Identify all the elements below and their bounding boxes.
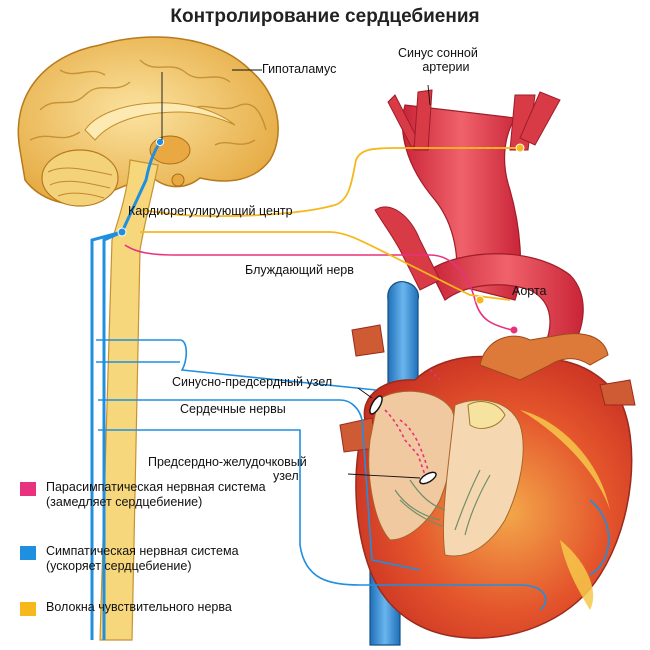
label-av-node-line2: узел (273, 469, 299, 483)
label-cardio-center: Кардиорегулирующий центр (128, 204, 293, 218)
label-carotid-sinus-line2: артерии (422, 60, 470, 74)
page-title: Контролирование сердцебиения (170, 6, 480, 27)
label-sa-node: Синусно-предсердный узел (172, 375, 333, 389)
label-av-node: Предсердно-желудочковый узел (148, 455, 307, 483)
legend-line1: Симпатическая нервная система (46, 544, 239, 558)
label-vagus-nerve: Блуждающий нерв (245, 263, 354, 277)
av-node (419, 471, 437, 485)
sympathetic-branches (96, 339, 610, 611)
legend-text-parasympathetic: Парасимпатическая нервная система (замед… (46, 480, 266, 510)
legend-item-sympathetic: Симпатическая нервная система (ускоряет … (20, 544, 239, 574)
leader-lines (161, 69, 431, 479)
heart (339, 324, 636, 639)
legend-line1: Волокна чувствительного нерва (46, 600, 232, 614)
label-carotid-sinus: Синус сонной артерии (398, 46, 478, 74)
sensory-pathways (139, 147, 520, 301)
legend-line1: Парасимпатическая нервная система (46, 480, 266, 494)
legend-swatch-sensory (20, 602, 36, 616)
parasympathetic-pathways (124, 244, 513, 476)
label-av-node-line1: Предсердно-желудочковый (148, 455, 307, 469)
legend-swatch-parasympathetic (20, 482, 36, 496)
sa-node (369, 395, 383, 415)
legend-text-sensory: Волокна чувствительного нерва (46, 600, 232, 615)
label-aorta: Аорта (512, 284, 547, 298)
legend-text-sympathetic: Симпатическая нервная система (ускоряет … (46, 544, 239, 574)
legend-item-parasympathetic: Парасимпатическая нервная система (замед… (20, 480, 266, 510)
legend-item-sensory: Волокна чувствительного нерва (20, 600, 232, 616)
label-hypothalamus: Гипоталамус (262, 62, 337, 76)
legend-swatch-sympathetic (20, 546, 36, 560)
label-cardiac-nerves: Сердечные нервы (180, 402, 286, 416)
label-carotid-sinus-line1: Синус сонной (398, 46, 478, 60)
legend-line2: (замедляет сердцебиение) (46, 495, 203, 509)
nerve-nodes (117, 137, 525, 334)
legend-line2: (ускоряет сердцебиение) (46, 559, 192, 573)
aorta-vessels (374, 89, 584, 351)
